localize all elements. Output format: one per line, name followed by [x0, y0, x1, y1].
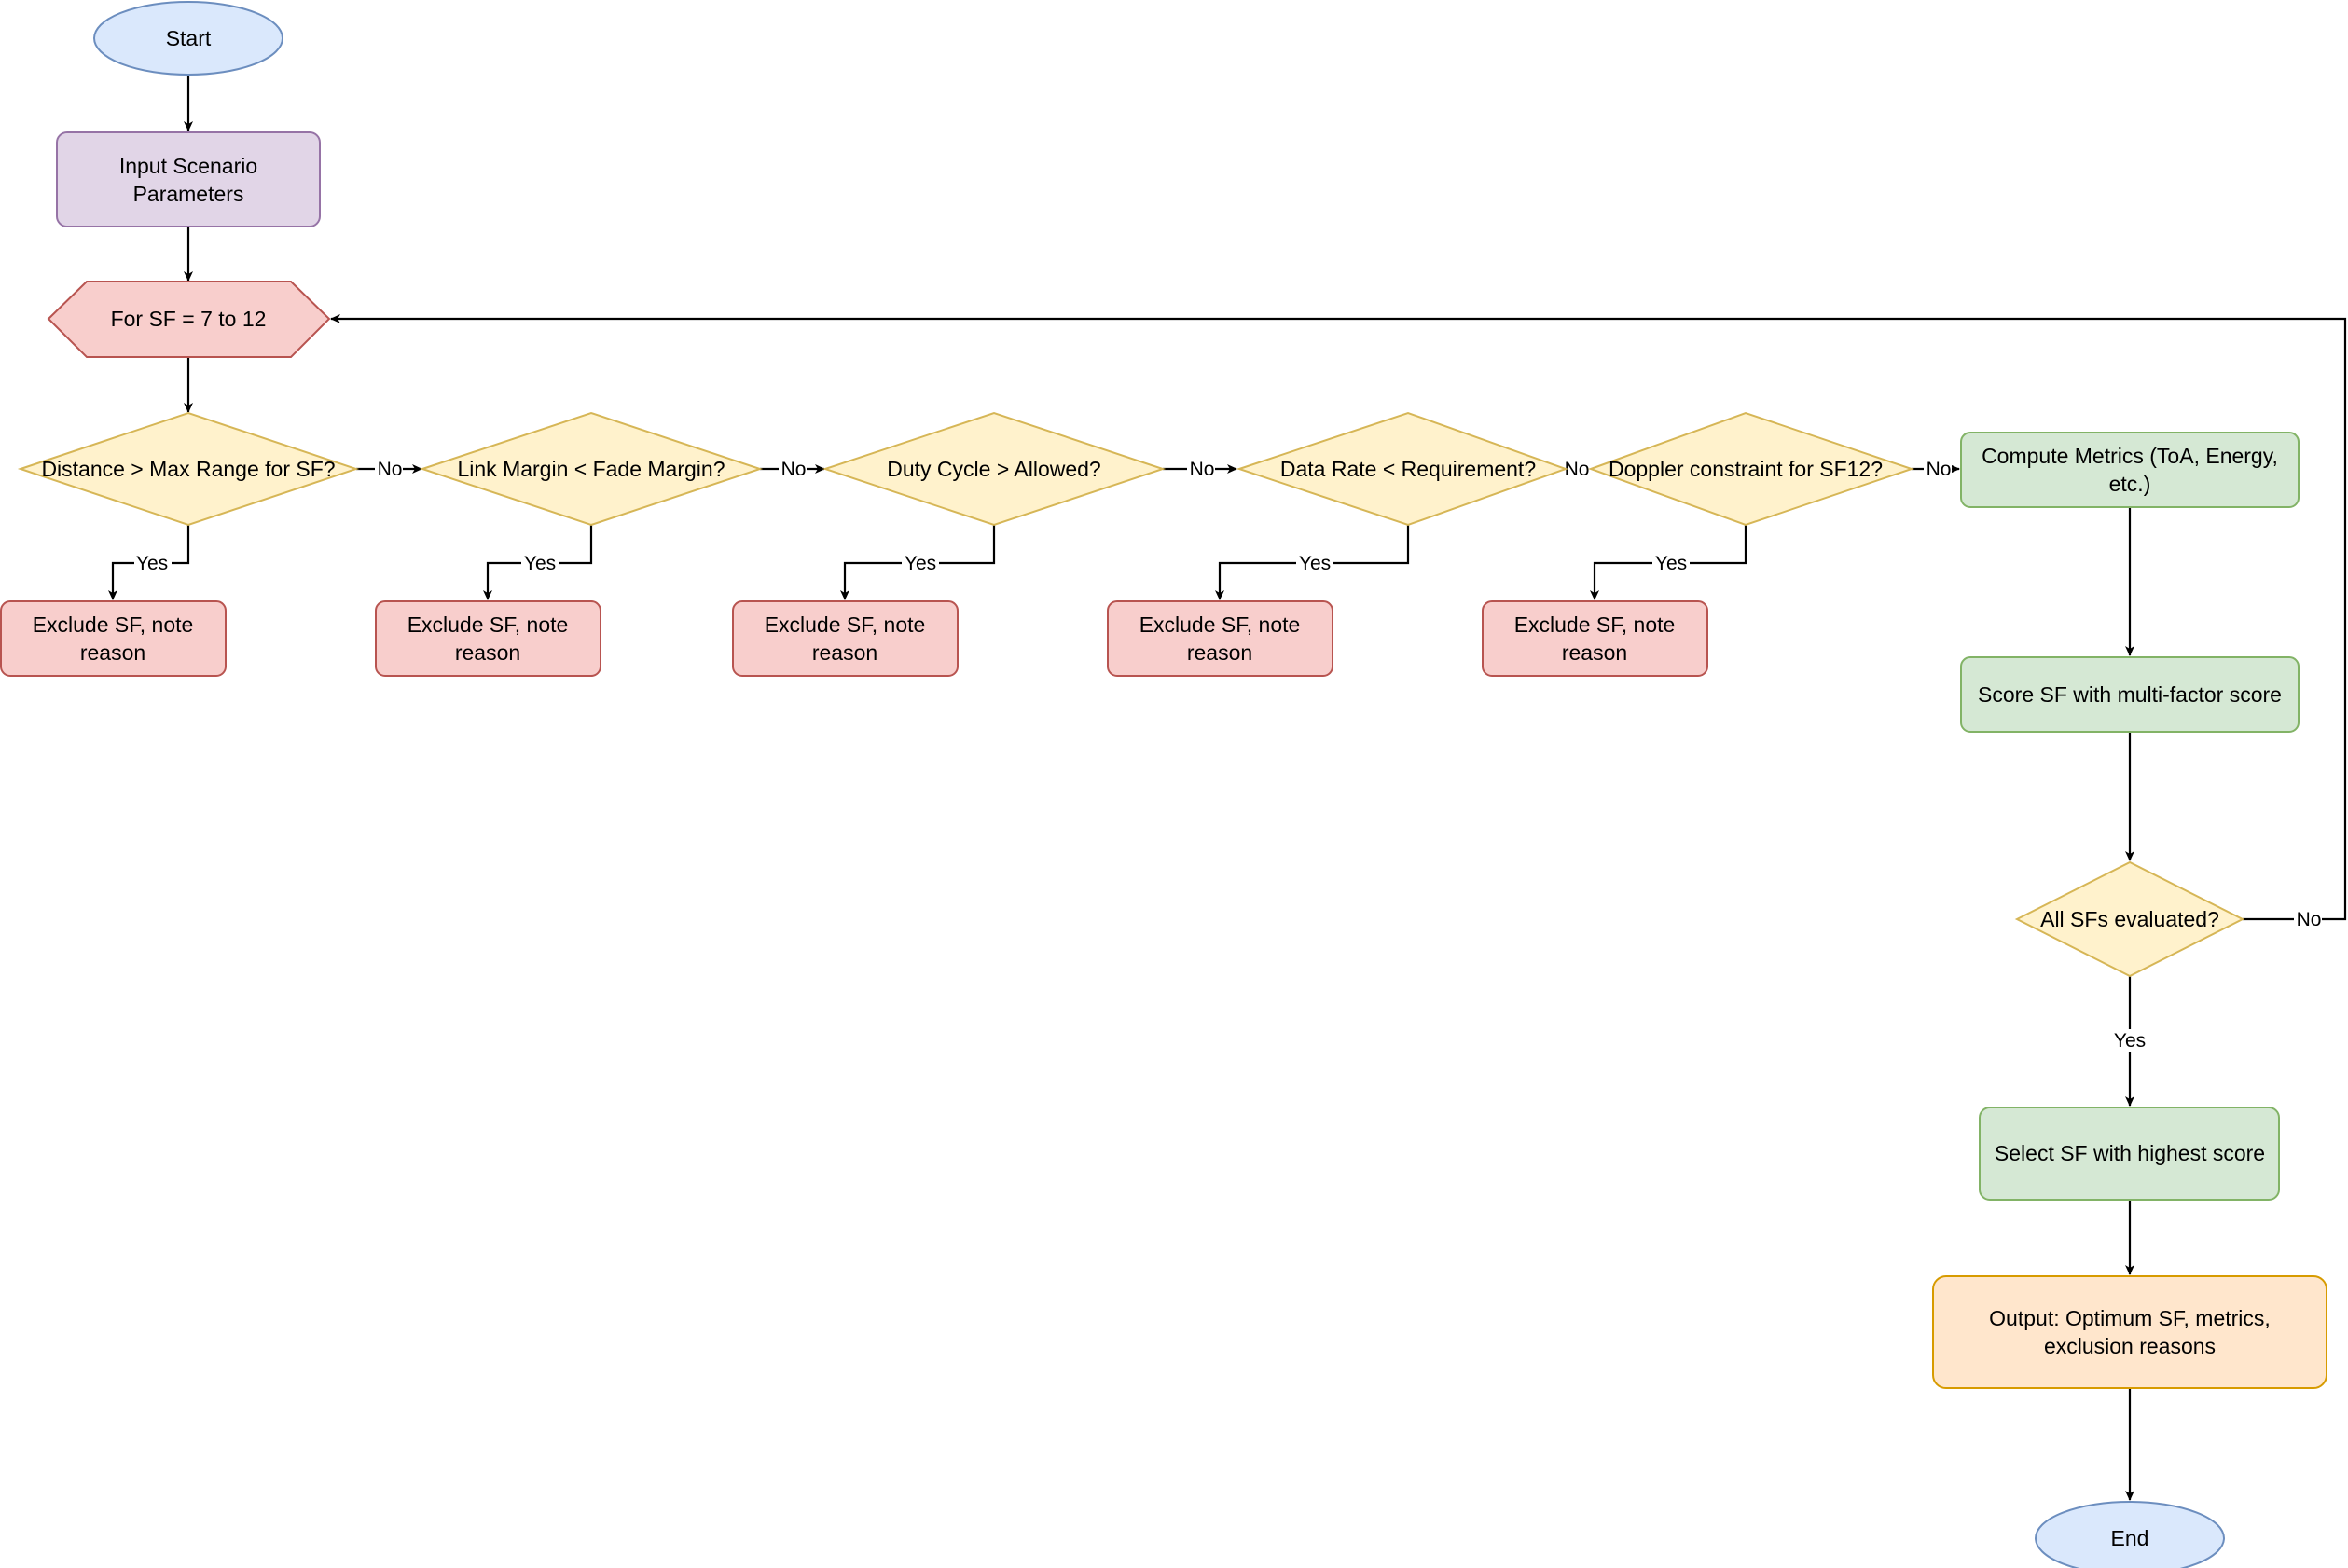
loop-label: For SF = 7 to 12 — [111, 307, 267, 331]
output-line1: Output: Optimum SF, metrics, — [1989, 1306, 2271, 1330]
decision-distance[interactable]: Distance > Max Range for SF? — [17, 411, 360, 527]
exclude-box-2-line1: Exclude SF, note — [407, 612, 569, 637]
edge-labels: No No No No No No Yes Yes Yes Yes Yes Ye… — [134, 458, 2322, 1052]
score-shape — [1960, 656, 2300, 733]
exclude-box-1-line1: Exclude SF, note — [33, 612, 194, 637]
decision-distance-label: Distance > Max Range for SF? — [41, 457, 335, 481]
select-label: Select SF with highest score — [1995, 1141, 2265, 1165]
label-d2-no: No — [781, 459, 807, 480]
score-label: Score SF with multi-factor score — [1978, 682, 2282, 707]
decision-doppler-label: Doppler constraint for SF12? — [1609, 457, 1883, 481]
exclude-box-4-shape — [1107, 600, 1333, 677]
start-node[interactable]: Start — [93, 1, 283, 76]
output-line2: exclusion reasons — [2044, 1334, 2216, 1358]
exclude-box-5-line1: Exclude SF, note — [1514, 612, 1676, 637]
exclude-box-1-line2: reason — [80, 640, 145, 665]
compute-metrics-line1: Compute Metrics (ToA, Energy, — [1982, 444, 2278, 468]
exclude-box-2-shape — [375, 600, 601, 677]
input-label-line2: Parameters — [133, 182, 244, 206]
decision-data-rate-shape — [1236, 411, 1568, 527]
exclude-box-3-line1: Exclude SF, note — [765, 612, 926, 637]
label-d3-yes: Yes — [905, 553, 936, 574]
input-shape — [56, 131, 321, 227]
label-all-yes: Yes — [2114, 1030, 2146, 1052]
end-shape — [2035, 1501, 2225, 1568]
compute-metrics-line2: etc.) — [2109, 472, 2151, 496]
exclude-box-4-line1: Exclude SF, note — [1139, 612, 1301, 637]
compute-metrics-node[interactable]: Compute Metrics (ToA, Energy, etc.) — [1960, 432, 2300, 508]
start-shape — [93, 1, 283, 76]
exclude-box-5-shape — [1482, 600, 1708, 677]
label-d3-no: No — [1190, 459, 1215, 480]
decision-duty-cycle-label: Duty Cycle > Allowed? — [887, 457, 1100, 481]
exclude-box-3-shape — [732, 600, 959, 677]
input-scenario-node[interactable]: Input Scenario Parameters — [56, 131, 321, 227]
label-d2-yes: Yes — [524, 553, 556, 574]
exclude-box-2-line2: reason — [455, 640, 520, 665]
exclude-box-3-line2: reason — [812, 640, 877, 665]
exclude-box-4[interactable]: Exclude SF, note reason — [1107, 600, 1333, 677]
output-shape — [1932, 1275, 2327, 1389]
exclude-box-4-line2: reason — [1187, 640, 1252, 665]
decision-duty-cycle[interactable]: Duty Cycle > Allowed? — [822, 411, 1167, 527]
label-d1-no: No — [378, 459, 403, 480]
output-node[interactable]: Output: Optimum SF, metrics, exclusion r… — [1932, 1275, 2327, 1389]
edge-all-no-loopback — [330, 314, 2347, 921]
decision-all-evaluated[interactable]: All SFs evaluated? — [2014, 860, 2245, 978]
exclude-box-5[interactable]: Exclude SF, note reason — [1482, 600, 1708, 677]
decision-all-evaluated-shape — [2014, 860, 2245, 978]
decision-doppler[interactable]: Doppler constraint for SF12? — [1588, 411, 1915, 527]
score-node[interactable]: Score SF with multi-factor score — [1960, 656, 2300, 733]
decision-link-margin-shape — [419, 411, 764, 527]
decision-link-margin-label: Link Margin < Fade Margin? — [457, 457, 725, 481]
decision-data-rate-label: Data Rate < Requirement? — [1280, 457, 1536, 481]
decision-link-margin[interactable]: Link Margin < Fade Margin? — [419, 411, 764, 527]
label-d5-no: No — [1927, 459, 1952, 480]
end-label: End — [2111, 1526, 2149, 1550]
label-d4-no: No — [1565, 459, 1590, 480]
decision-data-rate[interactable]: Data Rate < Requirement? — [1236, 411, 1568, 527]
label-d4-yes: Yes — [1299, 553, 1331, 574]
exclude-box-2[interactable]: Exclude SF, note reason — [375, 600, 601, 677]
loop-shape — [47, 281, 331, 358]
compute-metrics-shape — [1960, 432, 2300, 508]
decision-distance-shape — [17, 411, 360, 527]
loop-node[interactable]: For SF = 7 to 12 — [47, 281, 331, 358]
select-node[interactable]: Select SF with highest score — [1979, 1107, 2280, 1201]
decision-all-evaluated-label: All SFs evaluated? — [2040, 907, 2219, 931]
exclude-box-1-shape — [0, 600, 227, 677]
input-label-line1: Input Scenario — [119, 154, 257, 178]
exclude-box-1[interactable]: Exclude SF, note reason — [0, 600, 227, 677]
label-d1-yes: Yes — [136, 553, 168, 574]
exclude-box-5-line2: reason — [1562, 640, 1627, 665]
end-node[interactable]: End — [2035, 1501, 2225, 1568]
exclude-box-3[interactable]: Exclude SF, note reason — [732, 600, 959, 677]
decision-duty-cycle-shape — [822, 411, 1167, 527]
start-label: Start — [166, 26, 212, 50]
label-all-no: No — [2297, 909, 2322, 930]
select-shape — [1979, 1107, 2280, 1201]
label-d5-yes: Yes — [1655, 553, 1687, 574]
decision-doppler-shape — [1588, 411, 1915, 527]
